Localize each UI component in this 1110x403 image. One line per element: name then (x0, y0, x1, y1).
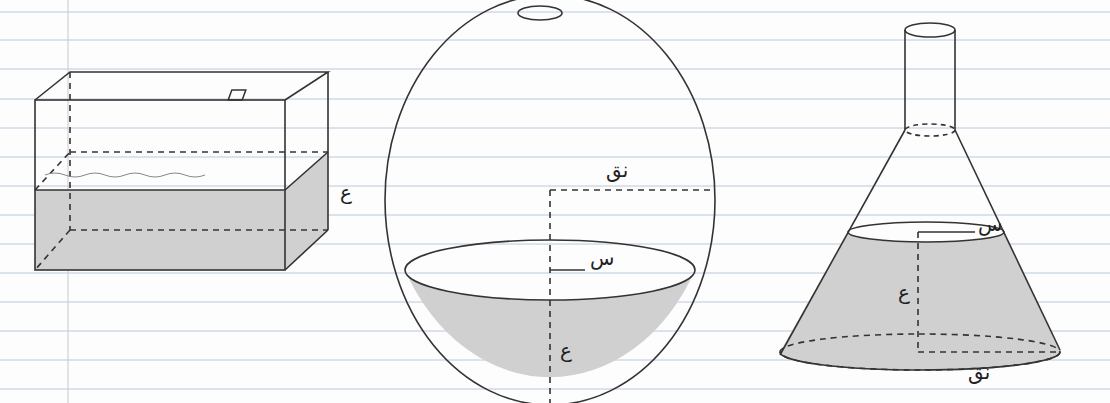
dimension-label: نق (968, 362, 990, 382)
dimension-label: ع (340, 182, 352, 202)
dimension-label: نق (606, 160, 628, 180)
dimension-label: ع (560, 340, 572, 360)
conical-flask (780, 23, 1060, 370)
dimension-label: س (978, 214, 1002, 234)
spherical-tank (385, 0, 715, 403)
dimension-label: ع (898, 282, 910, 302)
dimension-label: س (590, 248, 614, 268)
rectangular-tank (35, 72, 328, 270)
